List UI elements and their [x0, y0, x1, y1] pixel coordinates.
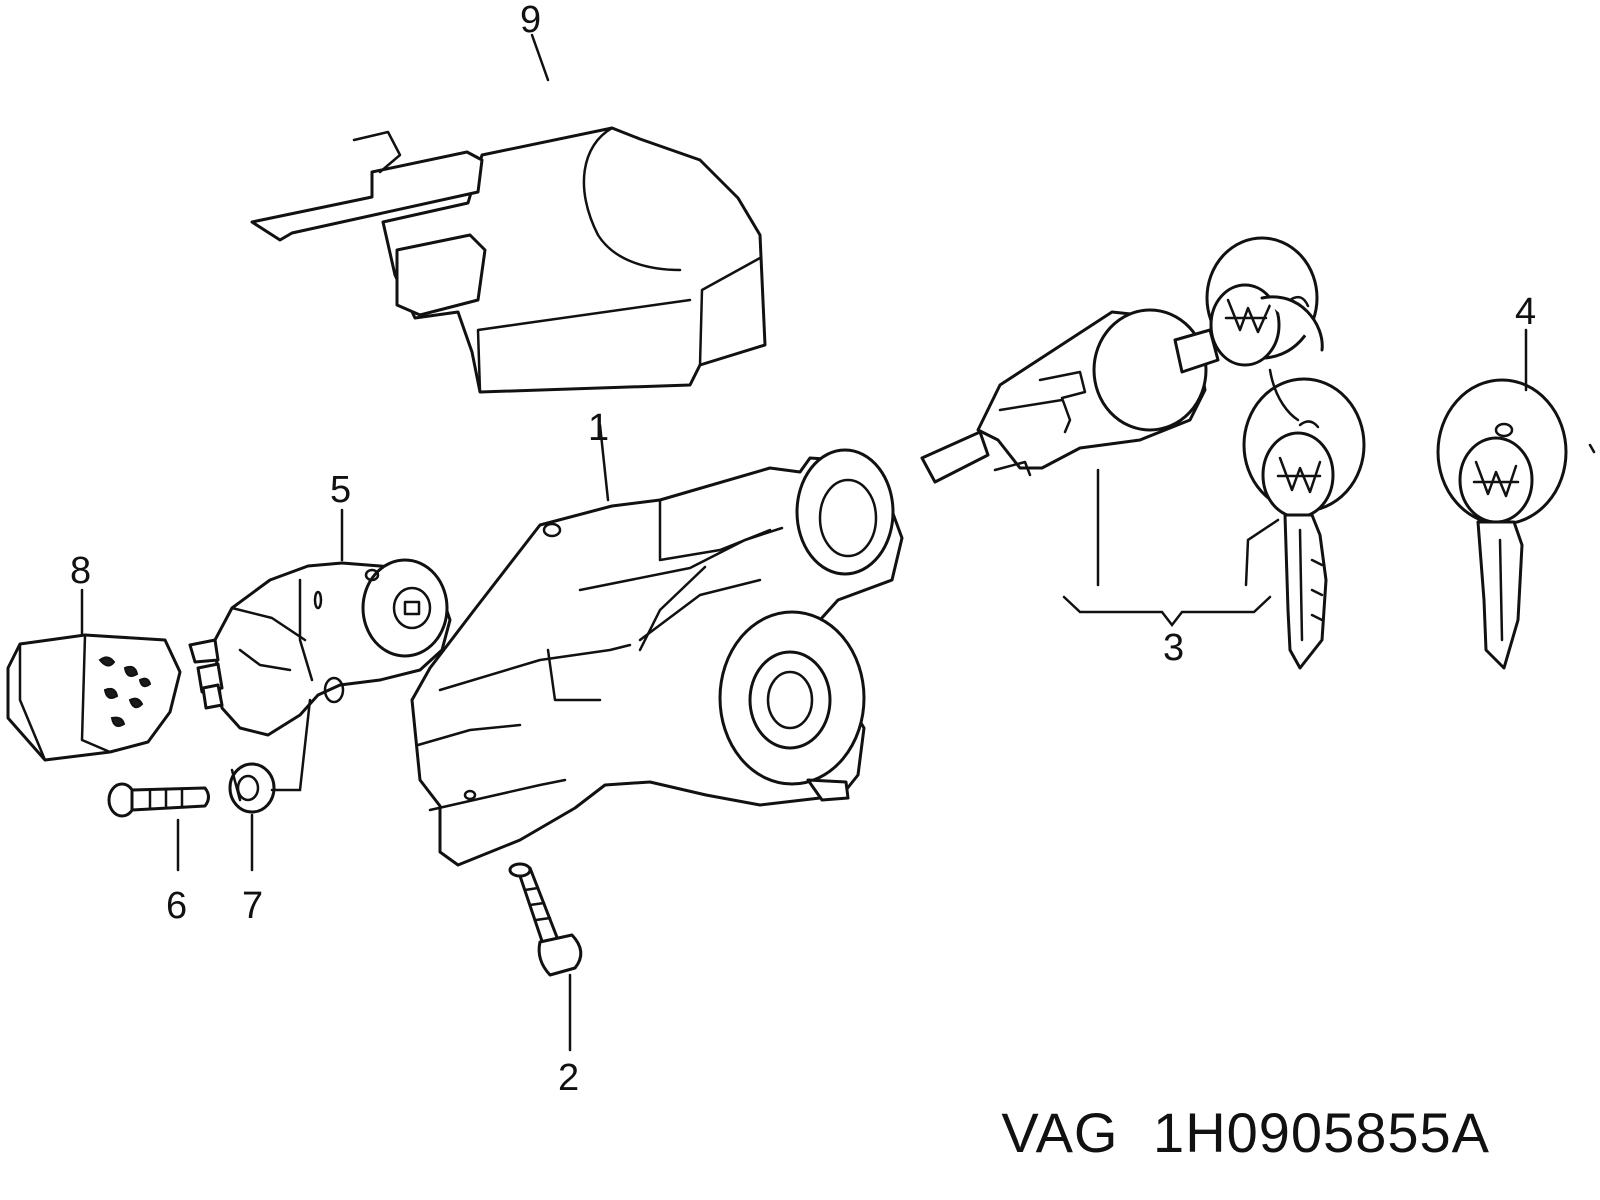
part-7-washer: [228, 762, 276, 814]
leader-3-brace: [1062, 595, 1272, 628]
part-3-lock-cylinder-with-keys: [920, 236, 1366, 670]
leader-1: [598, 423, 610, 502]
part-5-ignition-switch: [188, 558, 452, 737]
leader-9: [530, 33, 550, 82]
part-4-key: [1436, 378, 1596, 670]
part-1-lock-housing: [410, 448, 904, 867]
callout-5: 5: [330, 469, 351, 511]
part-number-label: 1H0905855A: [1153, 1101, 1490, 1164]
callout-4: 4: [1515, 291, 1536, 333]
callout-labels: 9 1 5 8 4 3 6 7 2: [70, 0, 1536, 1099]
leader-lines: [80, 33, 1528, 1052]
part-8-connector: [6, 633, 182, 762]
part-number-caption: VAG 1H0905855A: [1001, 1100, 1490, 1165]
part-9-trim-cover: [250, 126, 767, 394]
leader-7-switch: [270, 698, 312, 792]
leader-3-key: [1244, 518, 1280, 587]
callout-6: 6: [166, 885, 187, 927]
callout-3: 3: [1163, 627, 1184, 669]
callout-7: 7: [242, 885, 263, 927]
callout-8: 8: [70, 550, 91, 592]
callout-1: 1: [588, 407, 609, 449]
part-2-screw: [508, 862, 583, 977]
part-6-bolt: [107, 782, 210, 818]
brand-label: VAG: [1001, 1101, 1119, 1164]
callout-9: 9: [520, 0, 541, 41]
callout-2: 2: [558, 1057, 579, 1099]
